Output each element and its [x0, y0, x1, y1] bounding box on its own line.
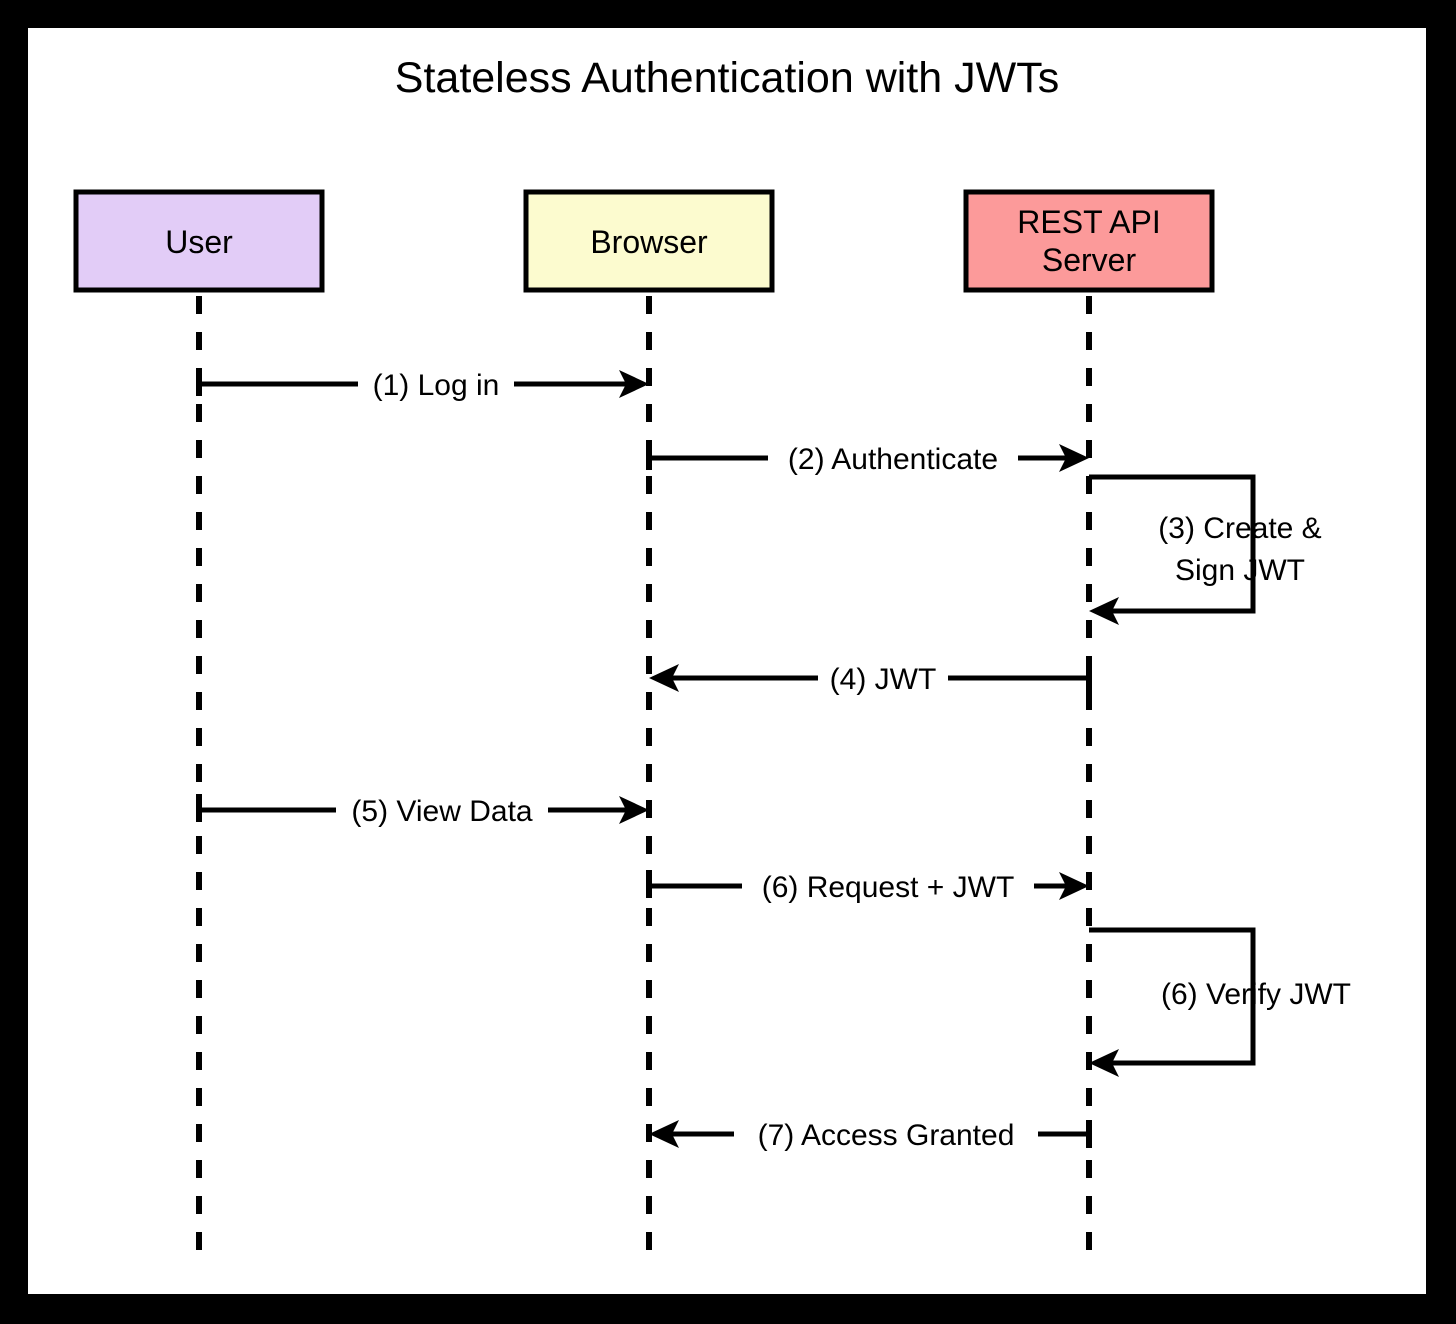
- message-6b-loop-path: [1089, 927, 1256, 1066]
- page-title: Stateless Authentication with JWTs: [395, 54, 1059, 102]
- participant-user[interactable]: User: [73, 189, 325, 293]
- participant-browser-box: [523, 189, 775, 293]
- message-6-label: (6) Request + JWT: [762, 871, 1015, 904]
- message-1-log-in[interactable]: (1) Log in: [196, 364, 649, 404]
- participant-user-box: [73, 189, 325, 293]
- message-7-access-granted[interactable]: (7) Access Granted: [649, 1114, 1092, 1154]
- participant-server-label-line1: REST API: [1017, 204, 1160, 240]
- message-6b-arrowhead: [1089, 1049, 1119, 1077]
- message-5-label: (5) View Data: [351, 795, 533, 828]
- message-7-label: (7) Access Granted: [758, 1119, 1015, 1152]
- participant-server-label-line2: Server: [1042, 242, 1137, 278]
- message-2-label: (2) Authenticate: [788, 443, 998, 476]
- participant-server-box: [963, 189, 1215, 293]
- participant-user-label: User: [165, 224, 233, 260]
- message-2-authenticate[interactable]: (2) Authenticate: [646, 438, 1089, 478]
- message-3-loop-path: [1089, 474, 1256, 614]
- message-6-arrowhead: [1059, 872, 1089, 900]
- message-3-create-sign-jwt[interactable]: (3) Create & Sign JWT: [1089, 474, 1322, 625]
- message-5-arrowhead: [619, 796, 649, 824]
- message-6-label-bg: [742, 866, 1034, 906]
- participant-server[interactable]: REST API Server: [963, 189, 1215, 293]
- message-1-label: (1) Log in: [373, 369, 500, 402]
- message-4-label-bg: [818, 658, 948, 698]
- message-2-arrowhead: [1059, 444, 1089, 472]
- message-2-label-bg: [768, 438, 1018, 478]
- sequence-diagram: Stateless Authentication with JWTs User …: [73, 54, 1351, 1250]
- message-5-label-bg: [336, 790, 548, 830]
- message-6b-label: (6) Verify JWT: [1161, 978, 1351, 1011]
- message-5-view-data[interactable]: (5) View Data: [196, 790, 649, 830]
- message-4-label: (4) JWT: [830, 663, 937, 696]
- diagram-canvas: Stateless Authentication with JWTs User …: [28, 28, 1426, 1294]
- message-3-label-line2: Sign JWT: [1175, 554, 1305, 587]
- message-3-label-line1: (3) Create &: [1158, 512, 1321, 545]
- message-6-request-jwt[interactable]: (6) Request + JWT: [646, 866, 1089, 906]
- message-1-arrowhead: [619, 370, 649, 398]
- message-3-arrowhead: [1089, 597, 1119, 625]
- message-6b-verify-jwt[interactable]: (6) Verify JWT: [1089, 927, 1351, 1077]
- message-1-label-bg: [358, 364, 514, 404]
- message-7-label-bg: [734, 1114, 1038, 1154]
- message-4-arrowhead: [649, 664, 679, 692]
- participant-browser-label: Browser: [590, 224, 708, 260]
- message-7-arrowhead: [649, 1120, 679, 1148]
- participant-browser[interactable]: Browser: [523, 189, 775, 293]
- message-4-jwt[interactable]: (4) JWT: [649, 658, 1092, 698]
